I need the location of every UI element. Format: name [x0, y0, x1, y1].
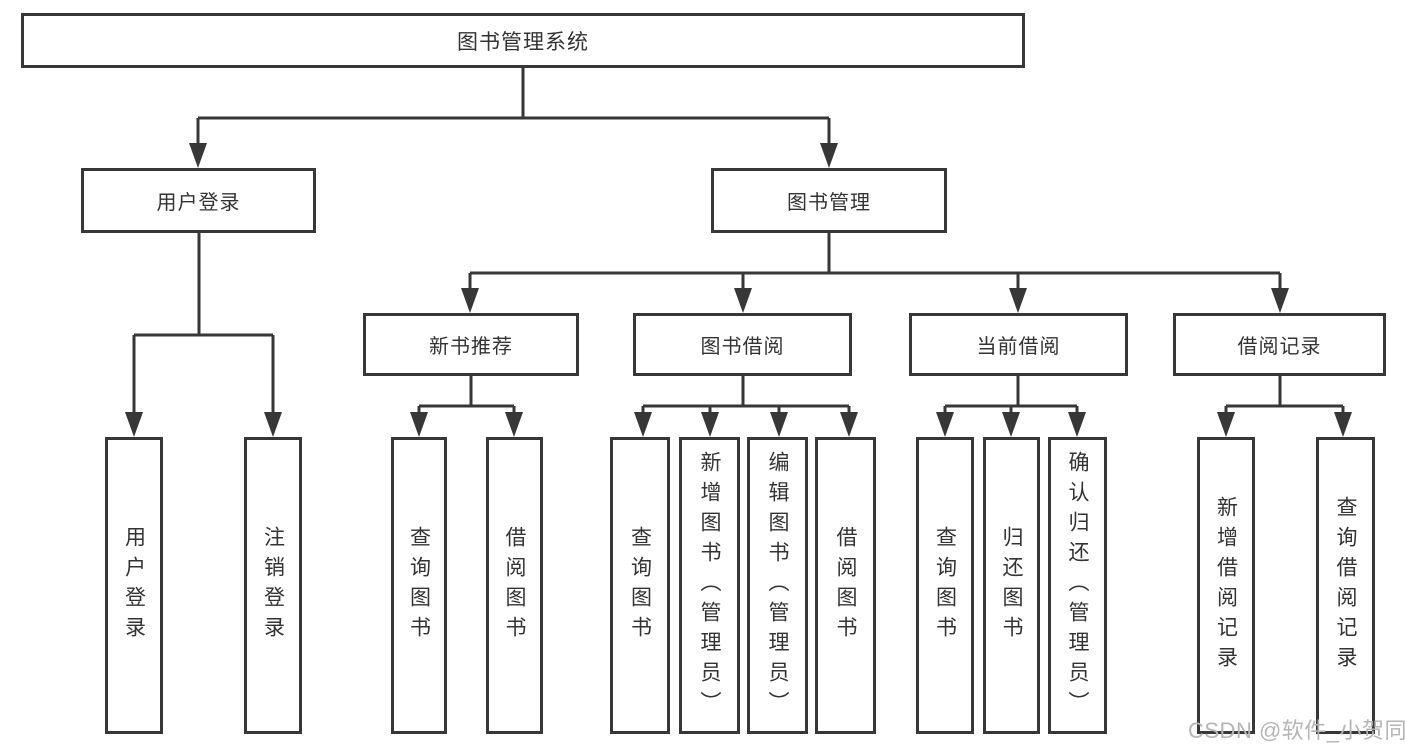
node-book-management-label: 图书管理 — [787, 192, 871, 214]
connector-arrowheads — [125, 143, 1352, 437]
leaf-user-login: 用户登录 — [105, 437, 163, 734]
leaf-borrow-books-recommend-label: 借阅图书 — [503, 525, 527, 646]
node-book-borrowing: 图书借阅 — [633, 313, 852, 376]
node-current-borrowing: 当前借阅 — [909, 313, 1128, 376]
node-current-borrowing-label: 当前借阅 — [976, 336, 1061, 358]
leaf-query-borrow-record-label: 查询借阅记录 — [1334, 495, 1358, 676]
leaf-logout: 注销登录 — [244, 437, 302, 734]
leaf-edit-books-admin-label: 编辑图书（管理员） — [766, 450, 790, 721]
leaf-query-books-recommend-label: 查询图书 — [407, 525, 431, 646]
csdn-watermark: CSDN @软件_小贺同学 — [1188, 718, 1405, 743]
leaf-query-books-borrowing-label: 查询图书 — [628, 525, 652, 646]
node-borrow-records: 借阅记录 — [1173, 313, 1386, 376]
leaf-confirm-return-admin: 确认归还（管理员） — [1048, 437, 1107, 734]
leaf-return-books: 归还图书 — [983, 437, 1040, 734]
leaf-return-books-label: 归还图书 — [1000, 525, 1024, 646]
leaf-add-borrow-record: 新增借阅记录 — [1197, 437, 1255, 734]
leaf-logout-label: 注销登录 — [261, 525, 285, 646]
leaf-query-borrow-record: 查询借阅记录 — [1316, 437, 1375, 734]
node-borrow-records-label: 借阅记录 — [1237, 336, 1322, 358]
leaf-user-login-label: 用户登录 — [122, 525, 146, 646]
leaf-add-borrow-record-label: 新增借阅记录 — [1214, 495, 1238, 676]
node-new-book-recommend-label: 新书推荐 — [429, 336, 513, 358]
leaf-query-books-current: 查询图书 — [916, 437, 974, 734]
leaf-edit-books-admin: 编辑图书（管理员） — [747, 437, 808, 734]
node-library-system: 图书管理系统 — [21, 13, 1025, 68]
node-library-system-label: 图书管理系统 — [457, 30, 589, 54]
leaf-confirm-return-admin-label: 确认归还（管理员） — [1066, 450, 1090, 721]
leaf-borrow-books-borrowing: 借阅图书 — [815, 437, 876, 734]
leaf-add-books-admin: 新增图书（管理员） — [679, 437, 740, 734]
node-book-management: 图书管理 — [711, 168, 947, 233]
node-user-login-label: 用户登录 — [156, 192, 241, 214]
leaf-query-books-recommend: 查询图书 — [391, 437, 447, 734]
leaf-borrow-books-recommend: 借阅图书 — [486, 437, 543, 734]
node-book-borrowing-label: 图书借阅 — [700, 336, 785, 358]
leaf-query-books-borrowing: 查询图书 — [610, 437, 670, 734]
leaf-query-books-current-label: 查询图书 — [933, 525, 957, 646]
node-user-login: 用户登录 — [81, 168, 316, 233]
connector-stems — [132, 68, 1345, 416]
leaf-add-books-admin-label: 新增图书（管理员） — [698, 450, 722, 721]
node-new-book-recommend: 新书推荐 — [363, 313, 579, 376]
leaf-borrow-books-borrowing-label: 借阅图书 — [834, 525, 858, 646]
